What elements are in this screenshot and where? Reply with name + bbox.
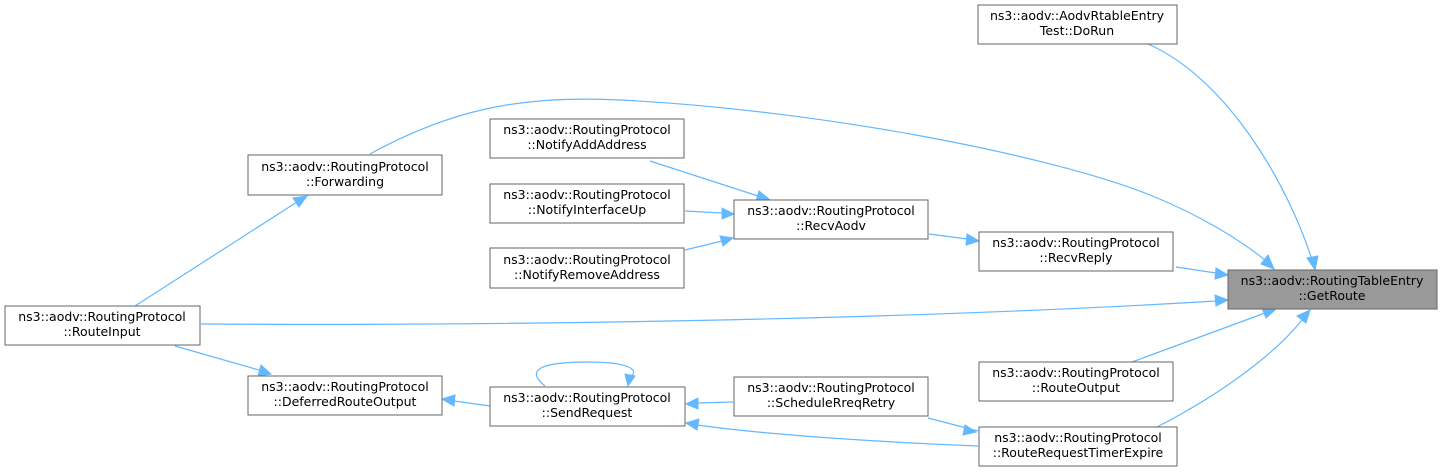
node-timerexpire[interactable]: ns3::aodv::RoutingProtocol ::RouteReques… — [978, 426, 1178, 467]
node-recvreply[interactable]: ns3::aodv::RoutingProtocol ::RecvReply — [978, 231, 1174, 272]
node-recvaodv-line2: ::RecvAodv — [796, 218, 866, 233]
node-notifyup[interactable]: ns3::aodv::RoutingProtocol ::NotifyInter… — [489, 183, 685, 224]
node-forwarding-line1: ns3::aodv::RoutingProtocol — [261, 159, 429, 174]
edges — [134, 43, 1319, 447]
node-recvaodv[interactable]: ns3::aodv::RoutingProtocol ::RecvAodv — [733, 199, 929, 240]
node-recvreply-line1: ns3::aodv::RoutingProtocol — [992, 235, 1160, 250]
node-dorun[interactable]: ns3::aodv::AodvRtableEntry Test::DoRun — [977, 4, 1178, 45]
node-schedulerreq-line1: ns3::aodv::RoutingProtocol — [747, 380, 915, 395]
node-dorun-line1: ns3::aodv::AodvRtableEntry — [990, 8, 1165, 23]
node-routeoutput-line1: ns3::aodv::RoutingProtocol — [992, 365, 1160, 380]
edge-timerexpire-sendrequest — [696, 424, 979, 447]
node-timerexpire-line2: ::RouteRequestTimerExpire — [993, 445, 1164, 460]
edge-routeinput-forwarding — [134, 201, 298, 307]
arrowhead — [721, 207, 736, 220]
node-recvreply-line2: ::RecvReply — [1039, 250, 1113, 265]
node-routeinput-line1: ns3::aodv::RoutingProtocol — [18, 309, 186, 324]
node-deferred-line1: ns3::aodv::RoutingProtocol — [261, 379, 429, 394]
node-routeinput[interactable]: ns3::aodv::RoutingProtocol ::RouteInput — [4, 305, 201, 346]
node-sendrequest[interactable]: ns3::aodv::RoutingProtocol ::SendRequest — [489, 386, 686, 427]
node-getroute-line2: ::GetRoute — [1299, 288, 1366, 303]
arrowhead — [1260, 254, 1275, 270]
arrowhead — [719, 235, 735, 247]
arrowhead — [965, 233, 981, 246]
node-routeoutput-line2: ::RouteOutput — [1032, 380, 1120, 395]
arrowhead — [624, 373, 636, 388]
edge-notifyup-recvaodv — [684, 210, 723, 214]
edge-dorun-getroute — [1147, 43, 1313, 261]
arrowhead — [1214, 294, 1230, 307]
node-notifyremove-line2: ::NotifyRemoveAddress — [514, 267, 660, 282]
node-deferred[interactable]: ns3::aodv::RoutingProtocol ::DeferredRou… — [247, 375, 443, 416]
node-getroute[interactable]: ns3::aodv::RoutingTableEntry ::GetRoute — [1227, 269, 1438, 310]
node-notifyremove-line1: ns3::aodv::RoutingProtocol — [503, 252, 671, 267]
edge-routeoutput-getroute — [1131, 312, 1266, 363]
node-notifyadd[interactable]: ns3::aodv::RoutingProtocol ::NotifyAddAd… — [489, 118, 685, 159]
edge-forwarding-getroute — [369, 98, 1266, 261]
node-schedulerreq-line2: ::ScheduleRreqRetry — [767, 395, 896, 410]
node-recvaodv-line1: ns3::aodv::RoutingProtocol — [747, 203, 915, 218]
edge-recvreply-getroute — [1175, 266, 1217, 274]
node-routeinput-line2: ::RouteInput — [63, 324, 140, 339]
node-deferred-line2: ::DeferredRouteOutput — [274, 394, 417, 409]
node-sendrequest-line1: ns3::aodv::RoutingProtocol — [503, 390, 671, 405]
node-notifyup-line1: ns3::aodv::RoutingProtocol — [503, 187, 671, 202]
node-sendrequest-line2: ::SendRequest — [542, 405, 633, 420]
node-schedulerreq[interactable]: ns3::aodv::RoutingProtocol ::ScheduleRre… — [733, 376, 929, 417]
edge-routeinput-getroute — [200, 300, 1217, 325]
node-notifyremove[interactable]: ns3::aodv::RoutingProtocol ::NotifyRemov… — [489, 247, 685, 289]
edge-sendrequest-self — [535, 361, 635, 387]
node-routeoutput[interactable]: ns3::aodv::RoutingProtocol ::RouteOutput — [978, 361, 1174, 402]
arrowhead — [962, 424, 978, 436]
edge-recvaodv-recvreply — [928, 233, 968, 240]
node-notifyadd-line1: ns3::aodv::RoutingProtocol — [503, 122, 671, 137]
arrowhead — [1214, 267, 1230, 280]
node-dorun-line2: Test::DoRun — [1039, 23, 1114, 38]
arrowhead — [1306, 255, 1319, 272]
arrowhead — [1296, 309, 1311, 324]
arrowhead — [684, 418, 700, 431]
edge-timerexpire-getroute — [1154, 319, 1303, 429]
edge-notifyadd-recvaodv — [649, 160, 759, 197]
node-notifyup-line2: ::NotifyInterfaceUp — [528, 202, 646, 217]
node-timerexpire-line1: ns3::aodv::RoutingProtocol — [994, 430, 1162, 445]
arrowhead — [292, 195, 309, 208]
node-forwarding-line2: ::Forwarding — [306, 174, 384, 189]
edge-notifyremove-recvaodv — [684, 240, 723, 251]
node-forwarding[interactable]: ns3::aodv::RoutingProtocol ::Forwarding — [247, 154, 443, 196]
node-getroute-line1: ns3::aodv::RoutingTableEntry — [1241, 273, 1424, 288]
edge-routeinput-deferred — [174, 345, 260, 371]
arrowhead — [257, 364, 273, 377]
arrowhead — [684, 397, 699, 410]
arrowhead — [440, 394, 456, 407]
edge-schedule-sendrequest — [697, 401, 734, 404]
edge-sendrequest-deferred — [453, 400, 491, 407]
node-notifyadd-line2: ::NotifyAddAddress — [527, 137, 646, 152]
